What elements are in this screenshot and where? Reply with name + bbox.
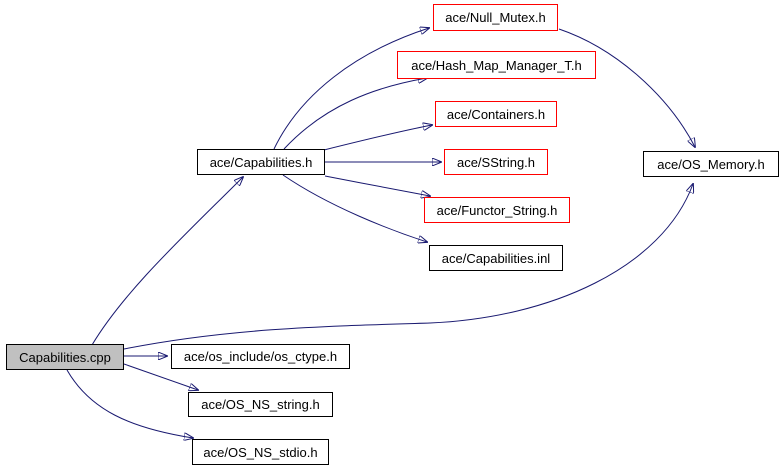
edge-capabilities-h-to-containers [323,125,432,151]
edge-capabilities-h-to-functor-string [324,175,430,196]
edge-capabilities-h-to-capabilities-inl [282,174,427,242]
node-ace-os-ns-string-h[interactable]: ace/OS_NS_string.h [188,392,333,417]
node-ace-capabilities-inl[interactable]: ace/Capabilities.inl [429,245,563,271]
edge-cpp-to-os-ns-string [123,363,198,390]
edge-capabilities-h-to-hash-map-manager [283,78,427,150]
node-ace-capabilities-h[interactable]: ace/Capabilities.h [197,149,325,175]
node-ace-sstring-h[interactable]: ace/SString.h [444,149,548,175]
node-ace-os-ns-stdio-h[interactable]: ace/OS_NS_stdio.h [192,439,329,465]
node-ace-functor-string-h[interactable]: ace/Functor_String.h [424,197,570,223]
node-ace-containers-h[interactable]: ace/Containers.h [435,101,557,127]
node-ace-os-memory-h[interactable]: ace/OS_Memory.h [643,151,779,177]
edge-capabilities-h-to-null-mutex [273,28,429,150]
node-ace-os-include-os-ctype-h[interactable]: ace/os_include/os_ctype.h [171,344,350,369]
edge-cpp-to-capabilities-h [91,177,243,346]
edge-cpp-to-os-memory [123,184,693,350]
edge-cpp-to-os-ns-stdio [66,369,193,438]
node-capabilities-cpp[interactable]: Capabilities.cpp [6,344,124,370]
node-ace-null-mutex-h[interactable]: ace/Null_Mutex.h [433,4,558,31]
node-ace-hash-map-manager-t-h[interactable]: ace/Hash_Map_Manager_T.h [397,51,596,79]
edge-null-mutex-to-os-memory [558,28,695,147]
